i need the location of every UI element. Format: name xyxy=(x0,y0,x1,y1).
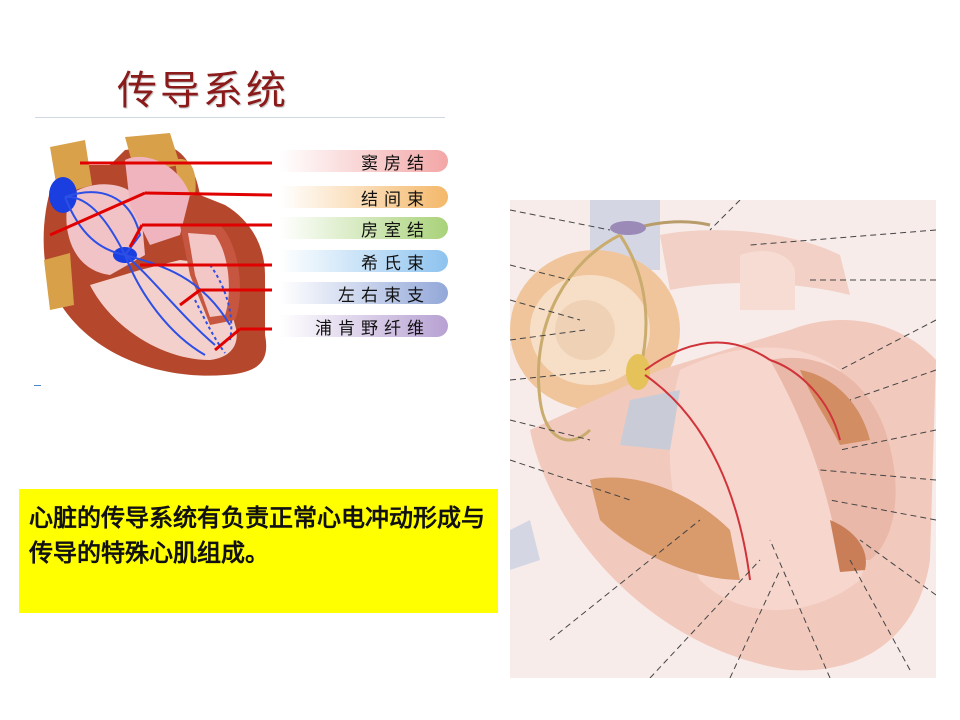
label-av-node: 房室结 xyxy=(280,217,448,241)
slide-title: 传导系统 xyxy=(117,68,289,114)
title-divider xyxy=(35,117,445,118)
label-internodal-tract: 结间束 xyxy=(280,186,448,210)
label-sinoatrial-node: 窦房结 xyxy=(280,150,448,174)
label-his-bundle: 希氏束 xyxy=(280,250,448,274)
note-box: 心脏的传导系统有负责正常心电冲动形成与传导的特殊心肌组成。 xyxy=(19,489,498,613)
label-purkinje-fibers: 浦肯野纤维 xyxy=(280,315,448,339)
label-bundle-branches: 左右束支 xyxy=(280,282,448,306)
note-text: 心脏的传导系统有负责正常心电冲动形成与传导的特殊心肌组成。 xyxy=(29,504,485,567)
anatomical-heart-illustration xyxy=(510,200,936,678)
conduction-heart-diagram xyxy=(43,133,273,376)
dash-mark xyxy=(34,385,41,386)
